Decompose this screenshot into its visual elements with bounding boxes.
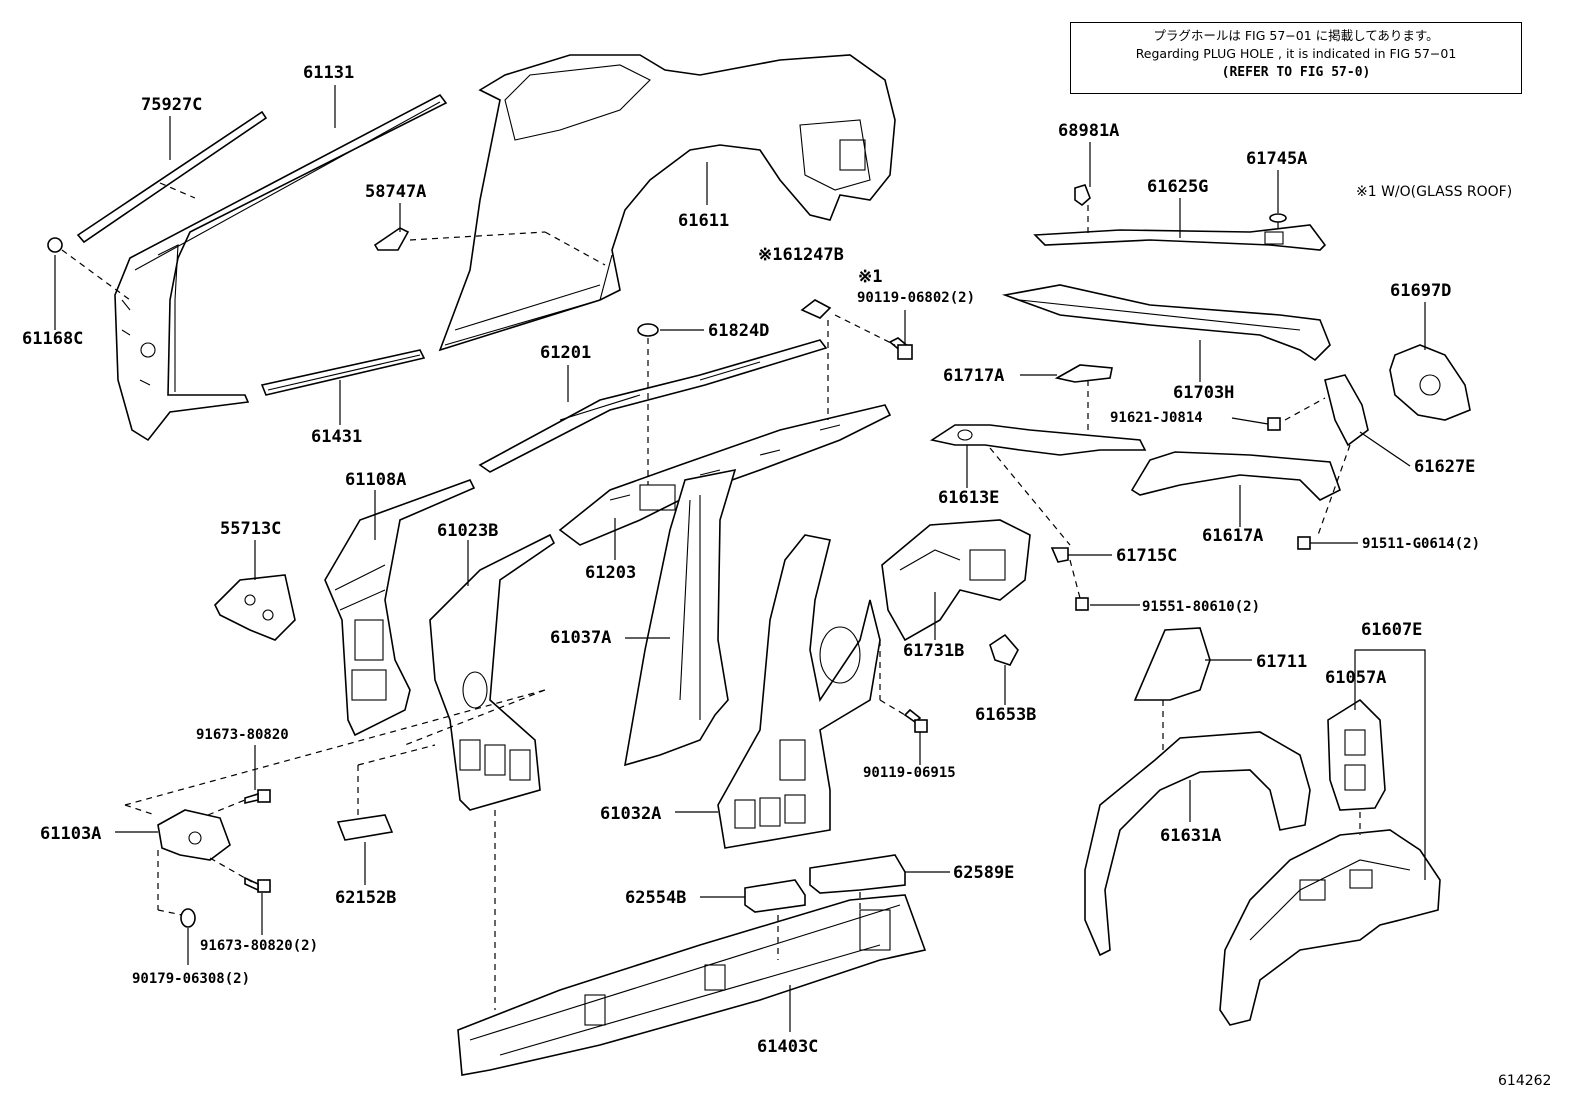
- label-61103A: 61103A: [40, 824, 101, 844]
- label-61611: 61611: [678, 211, 729, 231]
- part-61431: [260, 349, 426, 396]
- part-61697D: [1389, 344, 1471, 421]
- note-line-japanese: プラグホールは FIG 57−01 に掲載してあります。: [1153, 28, 1439, 43]
- part-91673-80820-lower: [244, 876, 271, 893]
- label-75927C: 75927C: [141, 95, 202, 115]
- part-91551-80610: [1075, 597, 1089, 611]
- label-61731B: 61731B: [903, 641, 964, 661]
- plug-hole-note: プラグホールは FIG 57−01 に掲載してあります。 Regarding P…: [1070, 22, 1522, 94]
- label-68981A: 68981A: [1058, 121, 1119, 141]
- part-91511-G0614: [1297, 536, 1311, 550]
- part-labels: 75927C 61131 58747A 61611 61168C 61431 ※…: [22, 63, 1480, 1057]
- label-58747A: 58747A: [365, 182, 426, 202]
- part-61627E: [1324, 374, 1369, 447]
- label-61168C: 61168C: [22, 329, 83, 349]
- part-91621-J0814: [1267, 417, 1281, 431]
- part-61057A: [1327, 698, 1386, 811]
- label-61653B: 61653B: [975, 705, 1036, 725]
- part-61611: [438, 54, 896, 352]
- part-61717A: [1054, 364, 1113, 383]
- assembly-lines: [61, 182, 1361, 1010]
- part-61131: [114, 93, 448, 442]
- label-61711: 61711: [1256, 652, 1307, 672]
- part-61201: [478, 339, 828, 473]
- part-61037A: [623, 468, 737, 767]
- part-61715C: [1050, 547, 1069, 563]
- figure-number: 614262: [1498, 1073, 1552, 1089]
- label-90179-06308: 90179-06308(2): [132, 971, 250, 987]
- part-61617A: [1130, 451, 1341, 501]
- label-61247B: ※161247B: [758, 245, 844, 265]
- part-61023B: [429, 533, 556, 811]
- label-61203: 61203: [585, 563, 636, 583]
- label-61108A: 61108A: [345, 470, 406, 490]
- part-61711: [1133, 627, 1211, 701]
- label-61431: 61431: [311, 427, 362, 447]
- part-68981A: [1074, 184, 1091, 207]
- part-91673-80820-upper: [244, 789, 271, 805]
- part-61103A: [157, 809, 231, 861]
- label-62554B: 62554B: [625, 888, 686, 908]
- part-61403C: [457, 894, 927, 1076]
- condition-note: ※1 W/O(GLASS ROOF): [1356, 184, 1513, 200]
- part-61824D: [637, 323, 659, 337]
- part-61607E: [1219, 829, 1441, 1026]
- label-61037A: 61037A: [550, 628, 611, 648]
- label-61201: 61201: [540, 343, 591, 363]
- label-61745A: 61745A: [1246, 149, 1307, 169]
- part-90119-06802: [888, 337, 913, 360]
- part-75927C: [76, 110, 268, 244]
- label-90119-06802: 90119-06802(2): [857, 290, 975, 306]
- part-61631A: [1084, 731, 1311, 957]
- label-61023B: 61023B: [437, 521, 498, 541]
- label-61057A: 61057A: [1325, 668, 1386, 688]
- label-mark-1: ※1: [858, 267, 882, 287]
- label-61131: 61131: [303, 63, 354, 83]
- part-61168C: [47, 237, 63, 253]
- label-91511-G0614: 91511-G0614(2): [1362, 536, 1480, 552]
- label-91551-80610: 91551-80610(2): [1142, 599, 1260, 615]
- label-61627E: 61627E: [1414, 457, 1475, 477]
- label-61631A: 61631A: [1160, 826, 1221, 846]
- part-58747A: [373, 227, 410, 251]
- part-62554B: [744, 879, 806, 913]
- label-61032A: 61032A: [600, 804, 661, 824]
- part-61731B: [881, 519, 1031, 642]
- label-62589E: 62589E: [953, 863, 1014, 883]
- label-91621-J0814: 91621-J0814: [1110, 410, 1203, 426]
- label-61617A: 61617A: [1202, 526, 1263, 546]
- label-61697D: 61697D: [1390, 281, 1451, 301]
- label-61613E: 61613E: [938, 488, 999, 508]
- part-61613E: [929, 424, 1147, 456]
- label-61403C: 61403C: [757, 1037, 818, 1057]
- part-55713C: [214, 574, 296, 641]
- part-61247B: [800, 299, 832, 319]
- label-61703H: 61703H: [1173, 383, 1234, 403]
- part-61108A: [324, 479, 476, 737]
- label-91673-80820-upper: 91673-80820: [196, 727, 289, 743]
- label-62152B: 62152B: [335, 888, 396, 908]
- label-61824D: 61824D: [708, 321, 769, 341]
- part-61703H: [1001, 284, 1331, 362]
- part-61032A: [717, 534, 881, 849]
- label-91673-80820-lower: 91673-80820(2): [200, 938, 318, 954]
- part-62589E: [809, 854, 906, 894]
- part-61653B: [989, 633, 1019, 666]
- leader-lines: [54, 85, 1426, 1032]
- label-61607E: 61607E: [1361, 620, 1422, 640]
- part-90179-06308: [180, 908, 196, 928]
- note-line-english: Regarding PLUG HOLE , it is indicated in…: [1135, 46, 1457, 61]
- label-61625G: 61625G: [1147, 177, 1208, 197]
- part-61745A: [1269, 213, 1287, 223]
- label-61715C: 61715C: [1116, 546, 1177, 566]
- part-90119-06915: [903, 708, 928, 733]
- label-61717A: 61717A: [943, 366, 1004, 386]
- note-line-refer: (REFER TO FIG 57-0): [1221, 65, 1371, 80]
- part-62152B: [336, 814, 394, 841]
- label-55713C: 55713C: [220, 519, 281, 539]
- label-90119-06915: 90119-06915: [863, 765, 956, 781]
